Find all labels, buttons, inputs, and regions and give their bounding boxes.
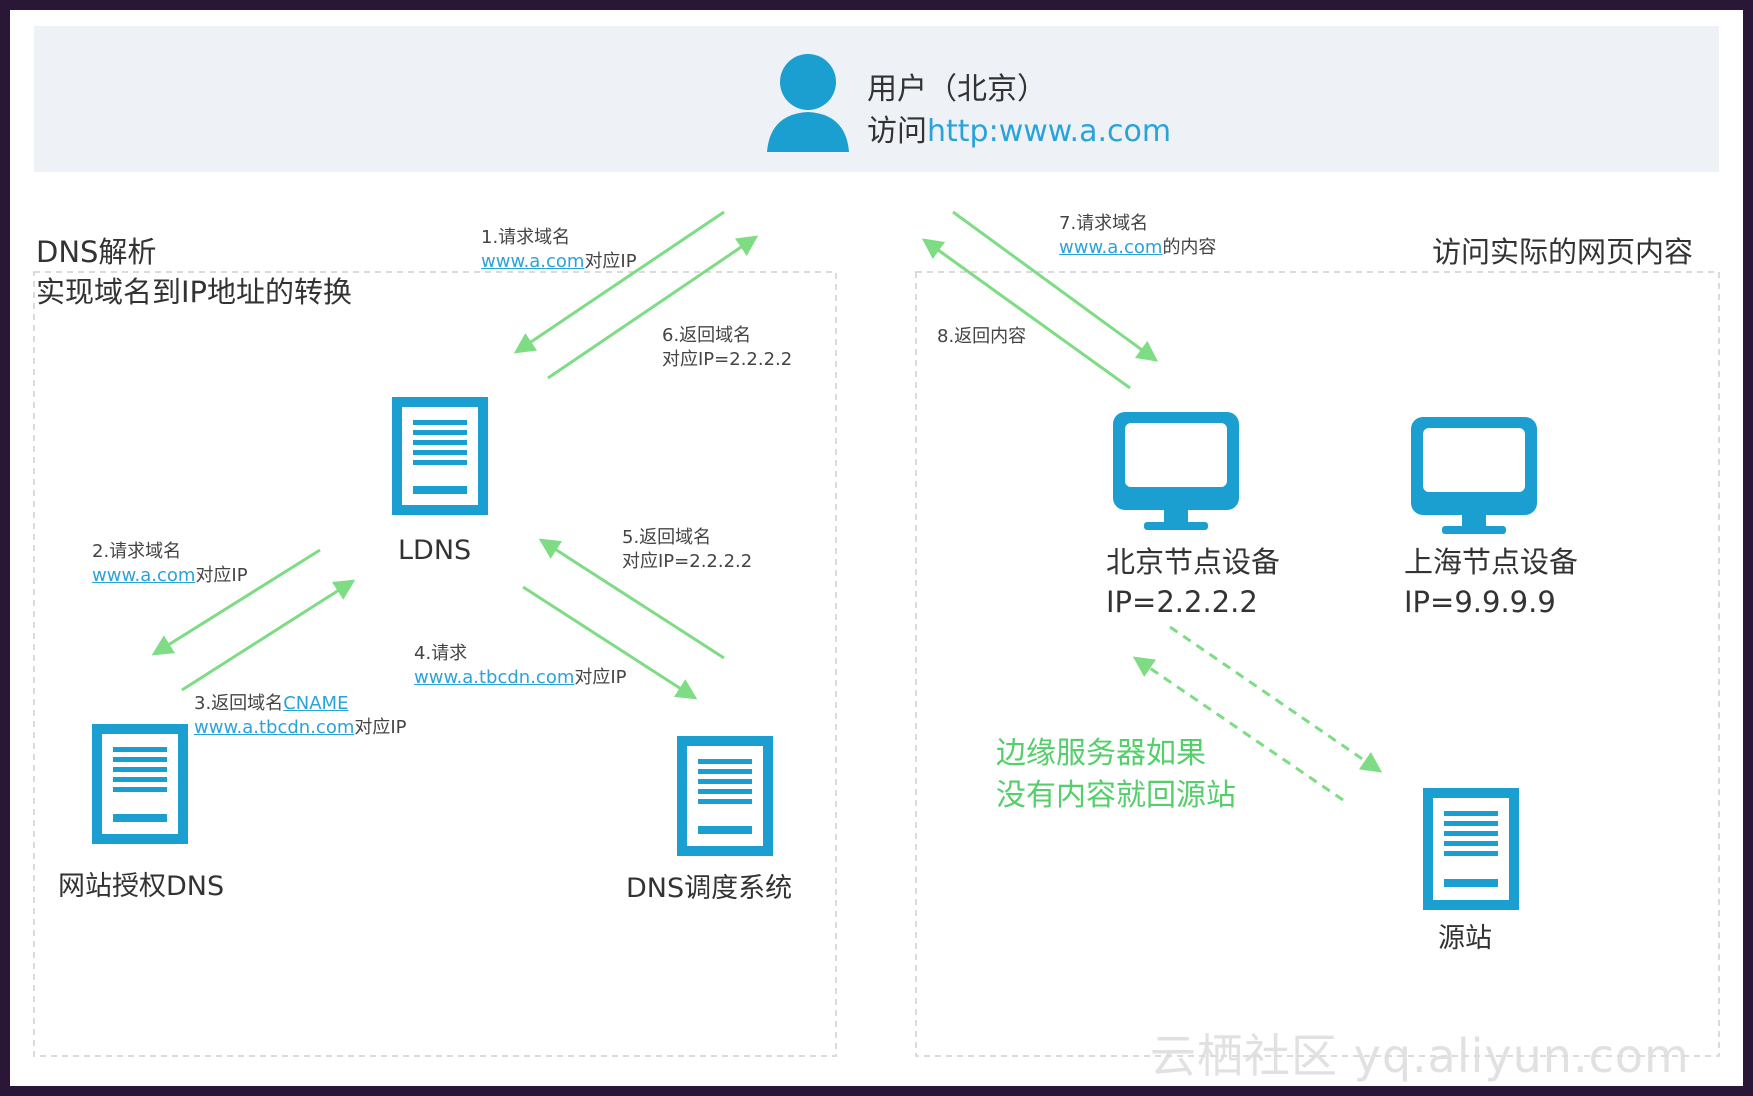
- step3-cname: CNAME: [283, 693, 349, 714]
- step1-detail: www.a.com对应IP: [481, 250, 637, 274]
- arrow-step2: [151, 548, 321, 656]
- dns-sched-server-icon: [677, 736, 773, 856]
- step6-title: 6.返回域名: [662, 325, 752, 346]
- arrow-step7: [952, 210, 1159, 362]
- edge-note-line2: 没有内容就回源站: [996, 778, 1236, 813]
- step4-title: 4.请求: [414, 643, 468, 664]
- step3-label: 3.返回域名CNAME www.a.tbcdn.com对应IP: [194, 692, 407, 740]
- step1-title: 1.请求域名: [481, 227, 571, 248]
- user-icon: [767, 54, 849, 152]
- step7-title: 7.请求域名: [1059, 213, 1149, 234]
- step4-detail: www.a.tbcdn.com对应IP: [414, 666, 627, 690]
- auth-dns-server-icon: [92, 724, 188, 844]
- edge-note-line1: 边缘服务器如果: [996, 736, 1206, 771]
- arrow-step1: [513, 210, 725, 354]
- arrow-step6: [547, 235, 759, 380]
- diagram-graphics: [33, 54, 1720, 1057]
- step4-label: 4.请求 www.a.tbcdn.com对应IP: [414, 642, 627, 690]
- dns-section-border: [33, 271, 837, 1057]
- step7-detail: www.a.com的内容: [1059, 236, 1216, 260]
- step6-label: 6.返回域名 对应IP=2.2.2.2: [662, 324, 792, 372]
- ldns-server-icon: [392, 397, 488, 515]
- step5-title: 5.返回域名: [622, 527, 712, 548]
- step2-label: 2.请求域名 www.a.com对应IP: [92, 540, 248, 588]
- watermark: 云栖社区 yq.aliyun.com: [1150, 1029, 1690, 1083]
- step3-suffix: 对应IP: [354, 717, 407, 738]
- content-section-border: [915, 271, 1720, 1057]
- step3-title: 3.返回域名: [194, 693, 284, 714]
- step5-detail: 对应IP=2.2.2.2: [622, 551, 753, 572]
- shanghai-node-ip: IP=9.9.9.9: [1404, 585, 1556, 619]
- auth-dns-label: 网站授权DNS: [58, 871, 225, 902]
- dns-section-subtitle: 实现域名到IP地址的转换: [36, 275, 353, 309]
- step2-title: 2.请求域名: [92, 541, 182, 562]
- step7-suffix: 的内容: [1162, 237, 1217, 258]
- step1-label: 1.请求域名 www.a.com对应IP: [481, 226, 637, 274]
- visit-prefix: 访问: [867, 114, 927, 149]
- step8-label: 8.返回内容: [937, 326, 1027, 347]
- step2-suffix: 对应IP: [195, 565, 248, 586]
- dns-sched-label: DNS调度系统: [626, 873, 793, 904]
- step4-suffix: 对应IP: [574, 667, 627, 688]
- step3-link: www.a.tbcdn.com: [194, 717, 355, 738]
- arrow-step5: [538, 538, 725, 660]
- dns-section-title: DNS解析: [36, 235, 157, 269]
- content-section-title: 访问实际的网页内容: [1432, 235, 1694, 269]
- step1-suffix: 对应IP: [584, 251, 637, 272]
- dns-cdn-diagram: 用户（北京） 访问http:www.a.com DNS解析 实现域名到IP地址的…: [10, 10, 1743, 1086]
- beijing-monitor-icon: [1113, 412, 1239, 530]
- origin-server-icon: [1423, 788, 1519, 910]
- beijing-node-ip: IP=2.2.2.2: [1106, 585, 1258, 619]
- shanghai-node-name: 上海节点设备: [1404, 545, 1579, 579]
- user-label: 用户（北京）: [867, 72, 1047, 107]
- step6-detail: 对应IP=2.2.2.2: [662, 349, 793, 370]
- step3-title-line: 3.返回域名CNAME: [194, 692, 407, 716]
- step4-link: www.a.tbcdn.com: [414, 667, 575, 688]
- step7-link: www.a.com: [1059, 237, 1163, 258]
- origin-label: 源站: [1438, 923, 1492, 954]
- step7-label: 7.请求域名 www.a.com的内容: [1059, 212, 1216, 260]
- user-banner: [34, 26, 1719, 172]
- shanghai-monitor-icon: [1411, 417, 1537, 534]
- beijing-node-name: 北京节点设备: [1106, 545, 1281, 579]
- step2-detail: www.a.com对应IP: [92, 564, 248, 588]
- visit-url: http:www.a.com: [927, 114, 1172, 149]
- step3-detail: www.a.tbcdn.com对应IP: [194, 716, 407, 740]
- step2-link: www.a.com: [92, 565, 196, 586]
- step1-link: www.a.com: [481, 251, 585, 272]
- user-visit-line: 访问http:www.a.com: [867, 106, 1171, 150]
- arrow-step4: [522, 585, 698, 700]
- arrow-to-origin: [1169, 625, 1383, 773]
- step5-label: 5.返回域名 对应IP=2.2.2.2: [622, 526, 752, 574]
- arrow-step3: [181, 579, 356, 692]
- arrow-step8: [921, 238, 1131, 390]
- ldns-label: LDNS: [398, 535, 472, 566]
